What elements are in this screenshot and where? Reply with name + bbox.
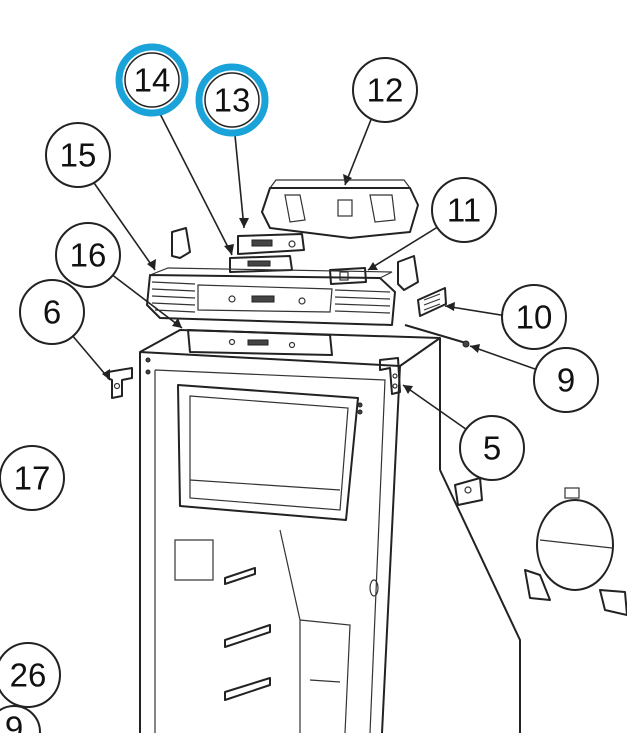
callout-9-bottom: 9 — [0, 705, 41, 733]
mount-bracket — [454, 477, 483, 506]
bracket-left — [171, 227, 191, 259]
arrowhead — [224, 244, 234, 255]
callout-label-16: 16 — [70, 237, 107, 274]
callout-12: 12 — [352, 57, 418, 123]
callout-13: 13 — [195, 63, 269, 137]
part-5-hinge — [379, 357, 401, 395]
callout-15: 15 — [45, 122, 111, 188]
callout-9: 9 — [533, 347, 599, 413]
callout-11: 11 — [431, 177, 497, 243]
arrowhead — [368, 262, 378, 270]
arrowhead — [147, 259, 156, 270]
callout-5: 5 — [459, 415, 525, 481]
leader-lines — [54, 91, 567, 447]
callout-label-13: 13 — [214, 82, 251, 119]
callout-17: 17 — [0, 445, 65, 511]
callout-16: 16 — [55, 222, 121, 288]
leader-14 — [152, 99, 233, 256]
callout-6: 6 — [19, 279, 85, 345]
leader-arrowheads — [102, 174, 480, 394]
callout-label-5: 5 — [483, 430, 501, 467]
callout-label-9-bottom: 9 — [5, 710, 23, 733]
callout-14: 14 — [115, 43, 189, 117]
refrigerator-cabinet — [139, 329, 521, 733]
callout-label-15: 15 — [60, 137, 97, 174]
compressor — [524, 487, 627, 616]
part-11-module — [329, 267, 367, 285]
part-12-top-bracket — [261, 179, 419, 239]
callout-label-6: 6 — [43, 294, 61, 331]
callout-label-10: 10 — [516, 299, 553, 336]
arrowhead — [470, 344, 480, 353]
arrowhead — [239, 218, 249, 228]
callout-label-12: 12 — [367, 72, 404, 109]
vent-grille-left — [151, 281, 196, 313]
part-6-hinge — [107, 367, 133, 399]
callout-label-26: 26 — [10, 657, 47, 694]
rating-label — [174, 539, 214, 581]
callout-label-9: 9 — [557, 362, 575, 399]
callout-label-14: 14 — [134, 62, 171, 99]
part-10-grille — [417, 287, 447, 317]
callout-label-17: 17 — [14, 460, 51, 497]
vent-grille-right — [334, 289, 391, 314]
leader-13 — [233, 124, 245, 229]
bracket-right — [397, 255, 419, 291]
part-13-board — [237, 233, 305, 255]
callout-label-11: 11 — [447, 192, 481, 229]
arrowhead — [445, 302, 455, 311]
callout-10: 10 — [501, 284, 567, 350]
part-15-control-housing — [146, 267, 396, 326]
arrowhead — [403, 385, 413, 394]
callout-26: 26 — [0, 642, 61, 708]
arrowhead — [172, 318, 182, 328]
part-9-sensor-wire — [404, 324, 470, 348]
